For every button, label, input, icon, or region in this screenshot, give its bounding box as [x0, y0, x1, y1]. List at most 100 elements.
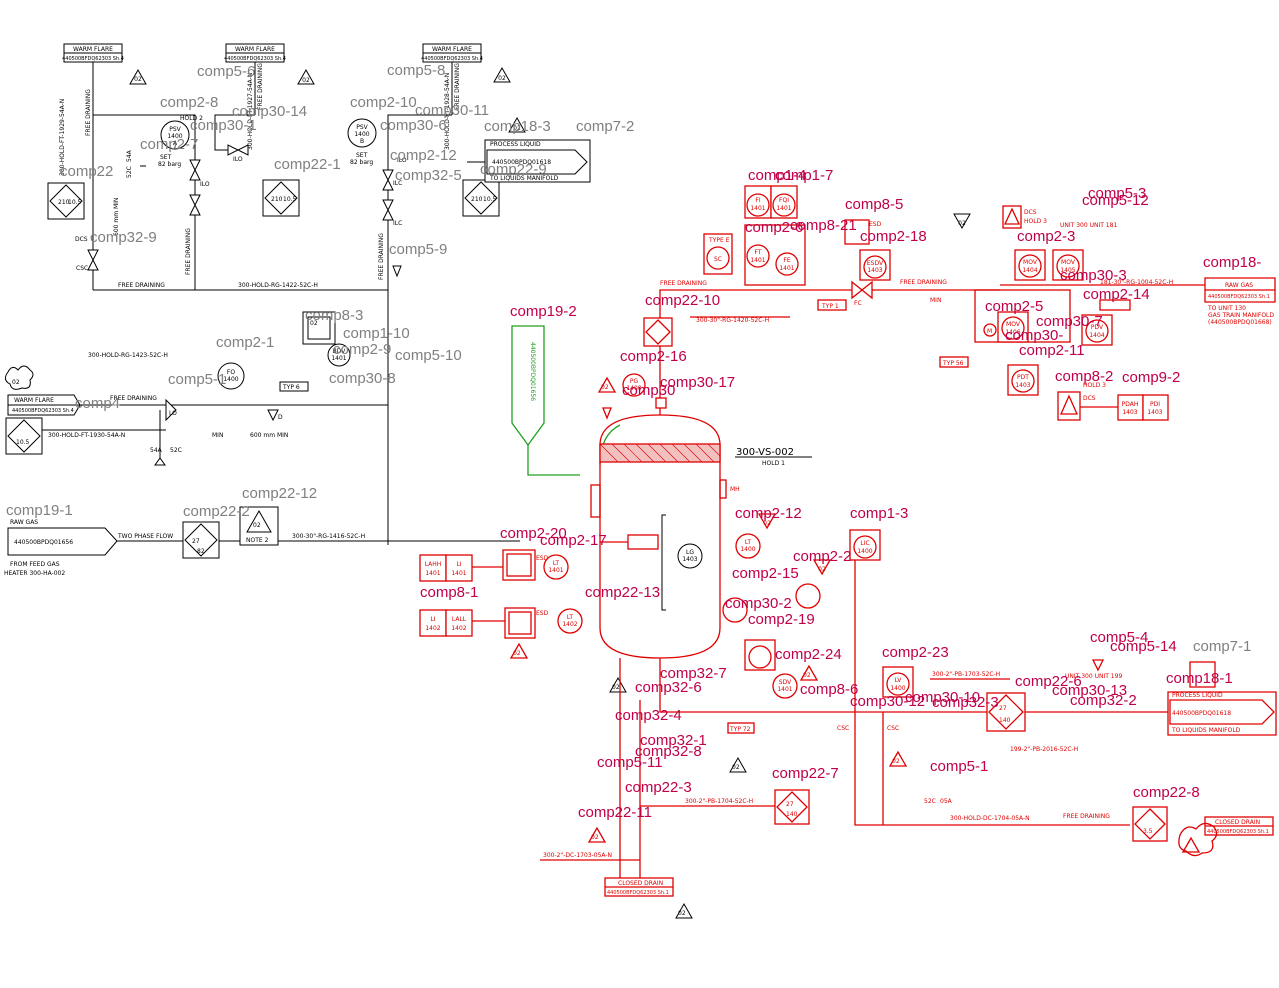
comp-label: comp2-15: [732, 565, 799, 582]
offpage-warm-flare-3[interactable]: WARM FLARE 440500BFDQ62303 Sh.4: [421, 43, 483, 63]
svg-text:181-30"-RG-1004-52C-H: 181-30"-RG-1004-52C-H: [1100, 279, 1173, 286]
svg-text:02: 02: [601, 384, 609, 391]
offpage-closed-drain-1[interactable]: CLOSED DRAIN 440500BFDQ62303 Sh.1: [604, 877, 674, 897]
comp-label: comp4: [75, 395, 120, 412]
lall-1402[interactable]: LALL 1402: [445, 609, 473, 637]
offpage-warm-flare-1[interactable]: WARM FLARE 440500BFDQ62303 Sh.4: [62, 43, 124, 63]
svg-text:1401: 1401: [425, 570, 440, 577]
mov-1406[interactable]: MOV 1406: [997, 311, 1029, 343]
comp-label: comp5-1: [168, 371, 226, 388]
svg-text:1401: 1401: [750, 205, 765, 212]
comp-label: comp2-2: [793, 548, 851, 565]
svg-text:02: 02: [732, 764, 740, 771]
revised-section: FREE DRAINING 300-30"-RG-1420-52C-H PG 1…: [419, 185, 1277, 919]
svg-text:FREE DRAINING: FREE DRAINING: [185, 228, 192, 275]
svg-text:52C: 52C: [126, 166, 133, 178]
svg-text:LT: LT: [745, 539, 752, 546]
esdv-1403[interactable]: ESDV 1403: [859, 249, 891, 281]
svg-text:02: 02: [763, 520, 771, 527]
svg-text:ILO: ILO: [200, 181, 210, 188]
svg-text:600 mm MIN: 600 mm MIN: [113, 198, 120, 236]
design-diamond: 210 10.5: [262, 179, 300, 217]
svg-text:300-HOLD-RG-1422-52C-H: 300-HOLD-RG-1422-52C-H: [238, 282, 318, 289]
svg-text:440500BFDQ62303 Sh.1: 440500BFDQ62303 Sh.1: [607, 890, 669, 896]
svg-text:1403: 1403: [867, 267, 882, 274]
svg-text:1403: 1403: [1147, 409, 1162, 416]
sc-type-e[interactable]: TYPE E SC: [703, 233, 733, 275]
svg-text:10.5: 10.5: [483, 196, 497, 203]
pdi-1403[interactable]: PDI 1403: [1142, 394, 1169, 421]
comp-label: comp7-2: [576, 118, 634, 135]
psv-1400b[interactable]: PSV 1400 B: [347, 118, 377, 148]
svg-text:LV: LV: [895, 677, 903, 684]
comp-label: comp2-5: [985, 298, 1043, 315]
bdv-1401[interactable]: BDV 1401: [327, 343, 351, 367]
svg-text:300-2"-DC-1703-05A-N: 300-2"-DC-1703-05A-N: [543, 852, 612, 859]
lt-1401[interactable]: LT 1401: [543, 554, 569, 580]
comp-label: comp2-18: [860, 228, 927, 245]
svg-text:UNIT 300 UNIT 199: UNIT 300 UNIT 199: [1065, 673, 1122, 680]
svg-text:600 mm MIN: 600 mm MIN: [250, 432, 288, 439]
svg-text:1403: 1403: [1122, 409, 1137, 416]
svg-text:02: 02: [892, 758, 900, 765]
svg-text:27: 27: [786, 801, 794, 808]
fo-1400[interactable]: FO 1400: [217, 362, 245, 390]
svg-text:1405: 1405: [1060, 267, 1075, 274]
comp-label: comp30-12: [850, 693, 925, 710]
comp-label: comp2-3: [1017, 228, 1075, 245]
lt-1402[interactable]: LT 1402: [557, 608, 583, 634]
svg-text:MOV: MOV: [1006, 321, 1021, 328]
svg-text:ESD: ESD: [536, 610, 549, 617]
mov-1404[interactable]: MOV 1404: [1014, 249, 1046, 281]
svg-text:ILO: ILO: [233, 156, 243, 163]
pdt-1403[interactable]: PDT 1403: [1007, 364, 1039, 396]
pdah-1403[interactable]: PDAH 1403: [1117, 394, 1144, 421]
li-1402[interactable]: LI 1402: [419, 609, 447, 637]
lic-1400[interactable]: LIC 1400: [849, 529, 881, 561]
svg-text:02: 02: [253, 522, 261, 529]
offpage-process-liquid-right[interactable]: PROCESS LIQUID 440500BPDQ01618 TO LIQUID…: [1167, 691, 1277, 736]
design-diamond: 27 140: [774, 789, 810, 825]
comp-label: comp18-: [1203, 254, 1261, 271]
svg-text:A: A: [173, 140, 178, 147]
comp-label: comp8-21: [790, 217, 857, 234]
lg-1403[interactable]: LG 1403: [661, 514, 703, 611]
lv-1400[interactable]: LV 1400: [882, 666, 914, 698]
comp-label: comp22-1: [274, 156, 341, 173]
comp-label: comp32-2: [1070, 692, 1137, 709]
sdv-1401[interactable]: [744, 639, 776, 671]
fqi-1401[interactable]: FQI 1401: [770, 185, 798, 219]
offpage-raw-gas-left[interactable]: RAW GAS 440500BPDQ01656 FROM FEED GAS HE…: [4, 519, 118, 577]
bdv-box[interactable]: 02: [302, 311, 336, 345]
offpage-process-liquid-top[interactable]: PROCESS LIQUID 440500BPDQ01618 TO LIQUID…: [484, 139, 591, 183]
offpage-warm-flare-4[interactable]: WARM FLARE 440500BFDQ62303 Sh.4: [7, 394, 81, 416]
offpage-raw-gas-right[interactable]: RAW GAS 440500BFDQ62303 Sh.1 TO UNIT 130…: [1204, 277, 1276, 326]
comp-label: comp5-3: [1088, 185, 1146, 202]
svg-text:CSC: CSC: [837, 725, 849, 732]
svg-text:TYP 72: TYP 72: [729, 726, 751, 733]
fe-1401[interactable]: FE 1401: [775, 252, 799, 276]
comp-label: comp2-9: [333, 341, 391, 358]
ft-1401[interactable]: FT 1401: [746, 244, 770, 268]
psv-1400a[interactable]: PSV 1400 A: [160, 120, 190, 150]
lt-1400[interactable]: LT 1400: [735, 533, 761, 559]
svg-text:300-HOLD-FT-1930-54A-N: 300-HOLD-FT-1930-54A-N: [48, 432, 125, 439]
svg-text:27: 27: [192, 538, 200, 545]
vessel-300-vs-002[interactable]: 300-VS-002 HOLD 1 MH: [590, 414, 812, 659]
offpage-closed-drain-2[interactable]: CLOSED DRAIN 440500BFDQ62303 Sh.1: [1204, 816, 1274, 836]
svg-text:PG: PG: [630, 378, 639, 385]
svg-text:PDI: PDI: [1150, 401, 1160, 408]
svg-text:LO: LO: [169, 410, 177, 417]
svg-text:1403: 1403: [682, 556, 697, 563]
svg-text:FREE DRAINING: FREE DRAINING: [85, 89, 92, 136]
svg-text:02: 02: [818, 566, 826, 573]
pdv-1404[interactable]: PDV 1404: [1081, 314, 1113, 346]
pg-1400[interactable]: PG 1400: [622, 373, 646, 397]
li-1401[interactable]: LI 1401: [445, 554, 473, 582]
svg-text:PDV: PDV: [1091, 324, 1104, 331]
lahh-1401[interactable]: LAHH 1401: [419, 554, 447, 582]
offpage-warm-flare-2[interactable]: WARM FLARE 440500BFDQ62303 Sh.4: [224, 43, 286, 63]
svg-text:02: 02: [302, 77, 310, 84]
mov-1405[interactable]: MOV 1405: [1052, 249, 1084, 281]
fi-1401[interactable]: FI 1401: [744, 185, 772, 219]
